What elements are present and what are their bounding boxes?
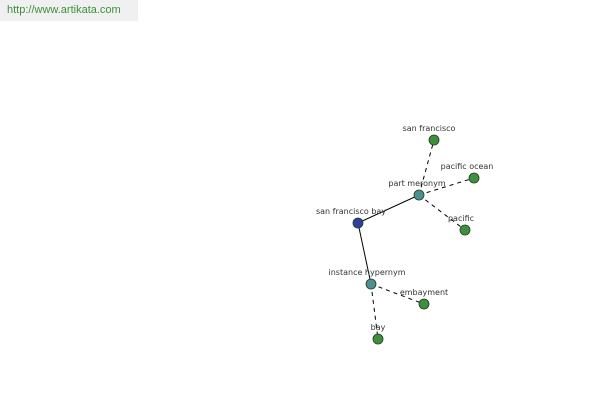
node-rel-part[interactable] [413, 189, 425, 201]
node-label-leaf-sf: san francisco [403, 124, 456, 133]
node-label-leaf-bay: bay [371, 323, 386, 332]
node-label-rel-part: part meronym [388, 179, 445, 188]
node-leaf-pac[interactable] [459, 224, 471, 236]
node-leaf-po[interactable] [468, 172, 480, 184]
node-label-rel-inst: instance hypernym [329, 268, 406, 277]
edge-rel-part-to-leaf-pac [418, 194, 466, 231]
node-root[interactable] [352, 217, 364, 229]
edge-rel-part-to-leaf-sf [418, 139, 435, 196]
node-leaf-sf[interactable] [428, 134, 440, 146]
diagram-nodes [352, 134, 480, 345]
edge-rel-inst-to-leaf-bay [370, 283, 379, 340]
node-label-leaf-emb: embayment [400, 288, 448, 297]
source-url-banner[interactable]: http://www.artikata.com [0, 0, 138, 21]
edge-rel-inst-to-leaf-emb [370, 283, 425, 305]
edge-rel-part-to-leaf-po [418, 177, 475, 196]
node-label-leaf-po: pacific ocean [441, 162, 494, 171]
edge-root-to-rel-inst [357, 222, 372, 285]
edge-root-to-rel-part [357, 194, 420, 224]
diagram-edges [357, 139, 475, 340]
node-leaf-emb[interactable] [418, 298, 430, 310]
node-rel-inst[interactable] [365, 278, 377, 290]
node-leaf-bay[interactable] [372, 333, 384, 345]
node-label-leaf-pac: pacific [448, 214, 474, 223]
diagram-labels: san francisco bay part meronym instance hy… [316, 124, 493, 332]
node-label-root: san francisco bay [316, 207, 386, 216]
